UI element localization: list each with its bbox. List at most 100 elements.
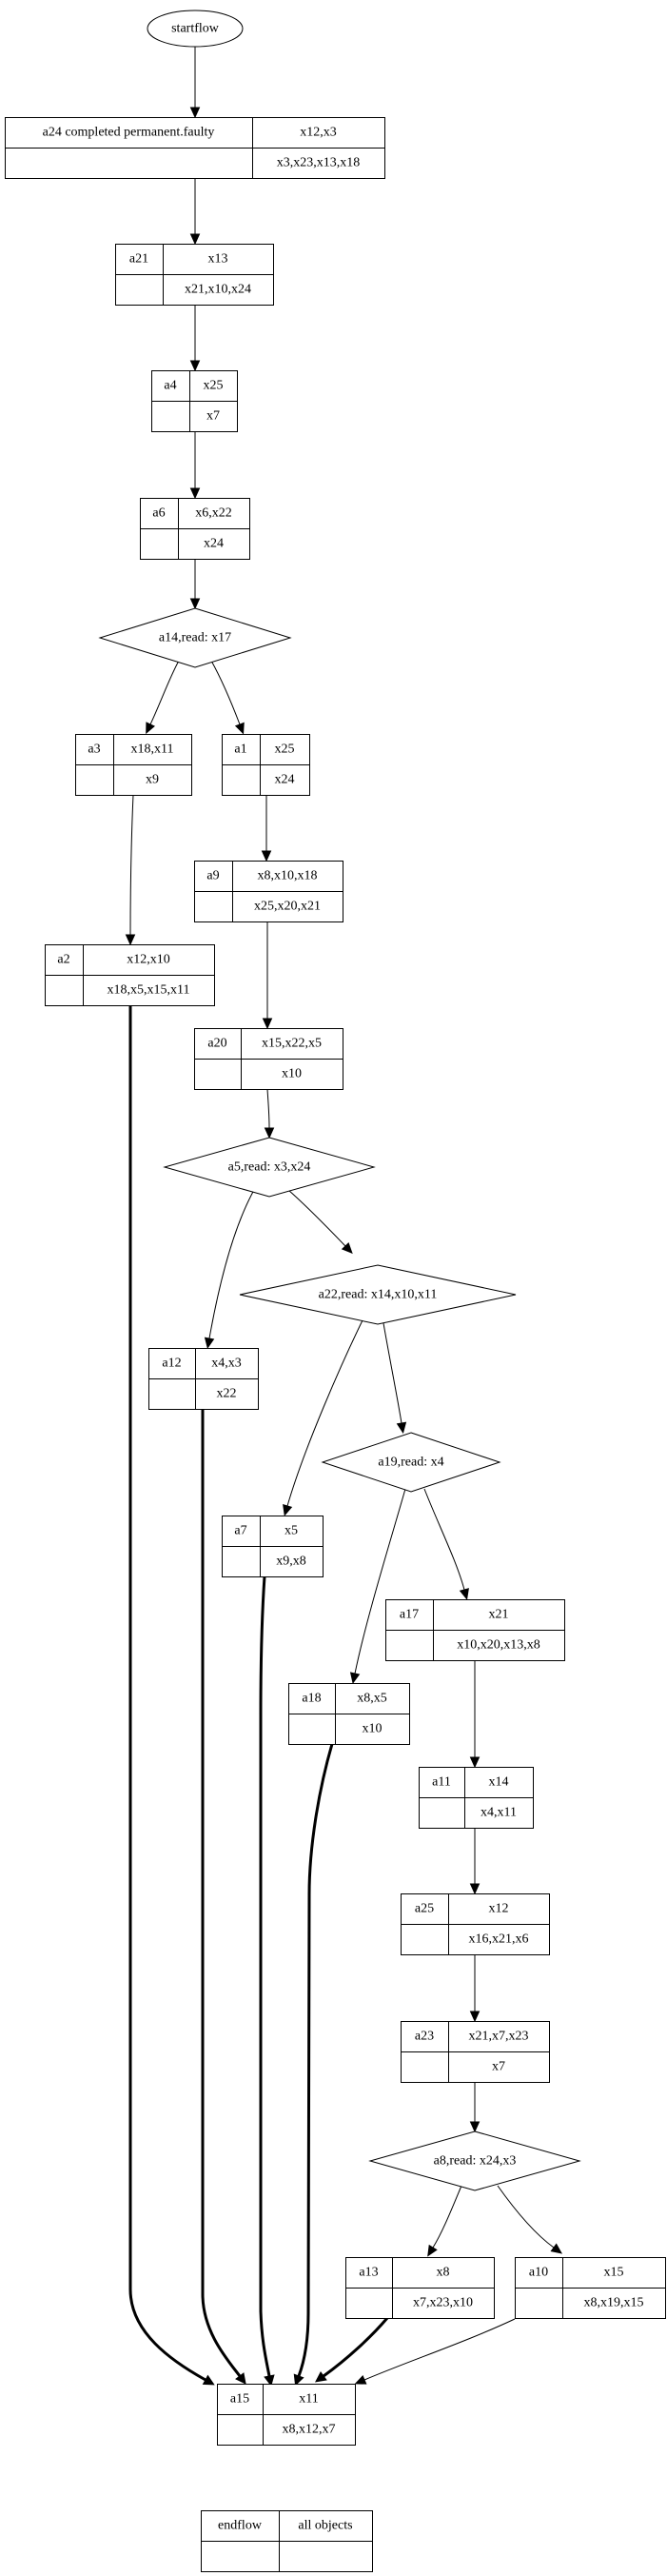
- edge-line: [354, 1488, 406, 1674]
- edge-line: [129, 794, 134, 936]
- record-bottom-value: x10,x20,x13,x8: [457, 1638, 540, 1653]
- record-name: a25: [415, 1902, 434, 1916]
- record-name: a1: [234, 743, 246, 757]
- record-top-value: x14: [489, 1775, 509, 1790]
- node-startflow[interactable]: startflow: [147, 10, 244, 48]
- node-a13[interactable]: a13 x8 x7,x23,x10: [345, 2257, 495, 2319]
- edge-line: [497, 2185, 555, 2249]
- decision-diamond: [321, 1432, 501, 1493]
- record-name: a13: [359, 2266, 378, 2280]
- edge-a17-a11: [469, 1660, 481, 1769]
- node-a22[interactable]: a22,read: x14,x10,x11: [239, 1264, 517, 1325]
- record-name: a15: [230, 2392, 249, 2407]
- node-a5[interactable]: a5,read: x3,x24: [163, 1137, 376, 1198]
- decision-diamond: [98, 607, 292, 668]
- edge-line: [128, 1005, 206, 2382]
- edge-a14-a1-arrowhead: [234, 722, 245, 735]
- node-a23[interactable]: a23 x21,x7,x23 x7: [401, 2021, 550, 2083]
- record-top-value: x4,x3: [211, 1357, 242, 1371]
- edge-a22-a7-arrowhead: [283, 1504, 293, 1516]
- edge-a17-a11-arrowhead: [469, 1756, 481, 1769]
- node-a1[interactable]: a1 x25 x24: [222, 734, 310, 796]
- edge-a13-a15: [314, 2317, 389, 2383]
- record-top-value: x21,x7,x23: [469, 2030, 529, 2044]
- record-bottom-value: x10: [363, 1722, 383, 1736]
- record-top-value: x15: [604, 2266, 624, 2280]
- record-name: a6: [152, 506, 165, 521]
- node-a10[interactable]: a10 x15 x8,x19,x15: [515, 2257, 666, 2319]
- edge-line: [323, 2317, 389, 2378]
- record-name: a3: [88, 743, 100, 757]
- edge-a5-a12-arrowhead: [204, 1337, 215, 1350]
- edge-a19-a17-arrowhead: [459, 1588, 469, 1600]
- edge-line: [286, 1319, 363, 1507]
- edge-a18-a15: [293, 1743, 334, 2387]
- edge-a7-a15-arrowhead: [264, 2374, 275, 2387]
- record-top-value: x15,x22,x5: [262, 1037, 322, 1051]
- edge-a11-a25: [469, 1828, 481, 1895]
- record-bottom-value: x7: [492, 2060, 505, 2074]
- record-bottom-value: x24: [275, 773, 295, 787]
- record-bottom-value: x3,x23,x13,x18: [277, 156, 361, 170]
- edge-a6-a14-arrowhead: [189, 598, 201, 610]
- record-top-value: x21: [489, 1608, 509, 1622]
- edge-a4-a6-arrowhead: [189, 487, 201, 500]
- edge-line: [149, 660, 180, 725]
- record-name: a2: [57, 953, 69, 967]
- edge-line: [383, 1322, 402, 1424]
- edge-line: [266, 1088, 270, 1129]
- record-top-value: x11: [299, 2392, 318, 2407]
- decision-label: a22,read: x14,x10,x11: [319, 1288, 438, 1302]
- node-a8[interactable]: a8,read: x24,x3: [368, 2130, 581, 2191]
- edge-a6-a14: [189, 559, 201, 610]
- node-a19[interactable]: a19,read: x4: [321, 1432, 501, 1493]
- record-name: a10: [529, 2266, 548, 2280]
- edge-a2-a15-arrowhead: [202, 2374, 215, 2386]
- edge-line: [259, 1575, 271, 2377]
- edge-a24-a21-arrowhead: [189, 233, 201, 246]
- record-top-value: x8,x10,x18: [258, 869, 318, 883]
- record-name: a7: [234, 1524, 246, 1538]
- record-bottom-value: x7,x23,x10: [413, 2296, 473, 2310]
- record-bottom-value: x7: [206, 409, 220, 424]
- record-bottom-value: x10: [282, 1067, 302, 1081]
- edge-a5-a12: [204, 1189, 255, 1350]
- edge-a5-a22-arrowhead: [341, 1241, 353, 1255]
- edge-a5-a22: [287, 1189, 353, 1255]
- record-bottom-value: x18,x5,x15,x11: [108, 983, 190, 998]
- record-top-value: x13: [208, 252, 228, 267]
- edge-a25-a23-arrowhead: [469, 2011, 481, 2023]
- edge-a23-a8-arrowhead: [469, 2121, 481, 2133]
- decision-label: a14,read: x17: [159, 631, 231, 645]
- edge-a8-a10-arrowhead: [550, 2243, 563, 2254]
- record-top-value: x8: [437, 2266, 450, 2280]
- record-bottom-value: x8,x19,x15: [584, 2296, 644, 2310]
- record-name: a24 completed permanent.faulty: [43, 126, 215, 140]
- record-top-value: x8,x5: [357, 1692, 387, 1706]
- edge-a14-a3: [146, 660, 180, 735]
- edge-line: [201, 1409, 242, 2377]
- record-top-value: x25: [275, 743, 295, 757]
- edge-a12-a15-arrowhead: [235, 2372, 246, 2385]
- record-name: endflow: [218, 2519, 263, 2533]
- edge-a21-a4: [189, 305, 201, 372]
- node-a14[interactable]: a14,read: x17: [98, 607, 292, 668]
- edge-a25-a23: [469, 1954, 481, 2023]
- record-name: a23: [415, 2030, 434, 2044]
